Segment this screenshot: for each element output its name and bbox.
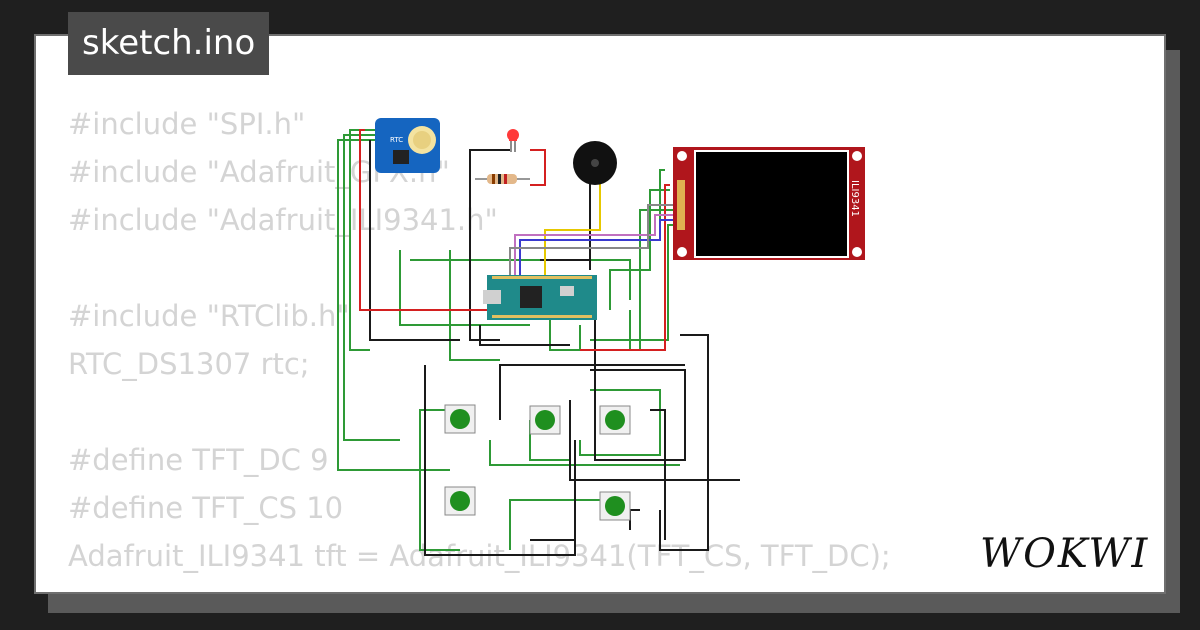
tft-display[interactable]: ILI9341 [673,147,865,260]
push-button[interactable] [444,404,476,434]
resistor[interactable] [475,174,530,184]
push-button[interactable] [599,405,631,435]
push-button[interactable] [529,405,561,435]
rtc-label: RTC [390,136,403,144]
code-line: RTC_DS1307 rtc; [68,347,310,381]
code-line: #include "Adafruit_ILI9341.h" [68,203,498,237]
wokwi-logo: WOKWI [980,531,1149,577]
circuit-diagram: RTC ILI9341 [337,118,865,556]
wires [337,129,740,556]
code-line: #include "RTClib.h" [68,299,350,333]
display-label: ILI9341 [849,180,860,217]
led[interactable] [507,129,519,152]
code-line: #define TFT_CS 10 [68,491,344,525]
push-button[interactable] [599,491,631,521]
code-line: #include "SPI.h" [68,107,306,141]
code-snippet: #include "SPI.h" #include "Adafruit_GFX.… [68,100,891,580]
rtc-module[interactable]: RTC [375,118,440,173]
arduino-nano[interactable] [483,275,597,320]
filename-tab[interactable]: sketch.ino [68,12,270,75]
buzzer[interactable] [573,141,617,185]
logo-text: WOKWI [980,531,1149,577]
push-button[interactable] [444,486,476,516]
code-line: #define TFT_DC 9 [68,443,329,477]
code-line: Adafruit_ILI9341 tft = Adafruit_ILI9341(… [68,539,891,573]
